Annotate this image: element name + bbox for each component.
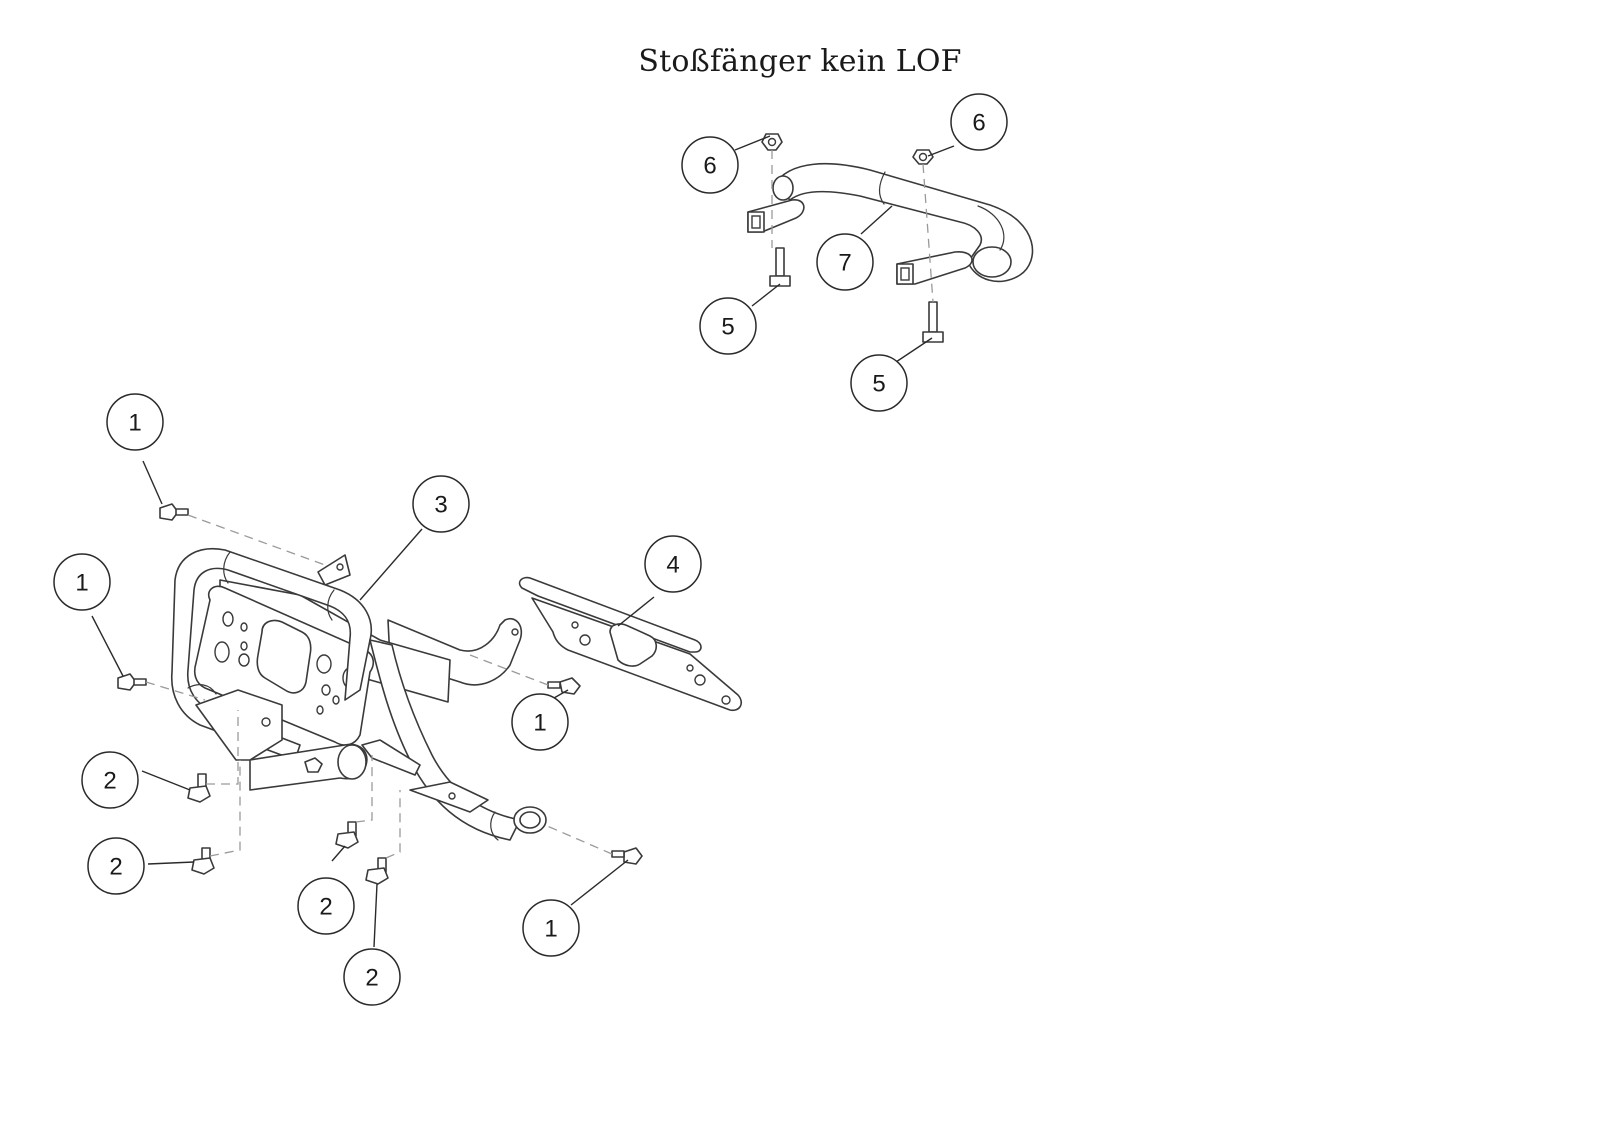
- callout-bubble-1-top-left: 1: [106, 393, 164, 451]
- callout-bubble-1-bottom-right: 1: [522, 899, 580, 957]
- callout-label: 6: [703, 153, 716, 180]
- callout-label: 2: [319, 894, 332, 921]
- bolt-part-2-d: [365, 857, 389, 885]
- callout-label: 2: [109, 854, 122, 881]
- callout-leader-lines: [91, 135, 955, 948]
- callout-label: 2: [365, 965, 378, 992]
- nut-part-6-left: [761, 133, 783, 151]
- callout-label: 5: [721, 314, 734, 341]
- callout-bubble-5-right: 5: [850, 354, 908, 412]
- callout-label: 1: [544, 916, 557, 943]
- bolt-part-2-c: [335, 821, 359, 849]
- callout-label: 1: [128, 410, 141, 437]
- nut-part-6-right: [912, 149, 934, 165]
- callout-bubble-4: 4: [644, 535, 702, 593]
- callout-label: 5: [872, 371, 885, 398]
- callout-bubble-2-d: 2: [343, 948, 401, 1006]
- bumper-main-assembly: [170, 548, 547, 841]
- callout-label: 2: [103, 768, 116, 795]
- bolt-part-1-mid-left: [117, 673, 147, 691]
- callout-label: 3: [434, 492, 447, 519]
- bolt-part-2-a: [187, 773, 211, 803]
- callout-bubble-2-b: 2: [87, 837, 145, 895]
- callout-bubble-2-a: 2: [81, 751, 139, 809]
- callout-bubble-6-right: 6: [950, 93, 1008, 151]
- callout-bubble-1-right: 1: [511, 693, 569, 751]
- bolt-part-1-top-left: [159, 503, 189, 521]
- callout-label: 7: [838, 250, 851, 277]
- callout-label: 6: [972, 110, 985, 137]
- bumper-bar-top-assembly: [747, 133, 1034, 343]
- bolt-part-5-right: [922, 301, 944, 343]
- bolt-part-2-b: [191, 847, 215, 875]
- callout-label: 1: [533, 710, 546, 737]
- callout-bubble-2-c: 2: [297, 877, 355, 935]
- callout-bubble-6-left: 6: [681, 136, 739, 194]
- diagram-title: Stoßfänger kein LOF: [638, 44, 962, 79]
- callout-bubble-1-mid-left: 1: [53, 553, 111, 611]
- bolt-part-5-left: [769, 247, 791, 287]
- plate-part-4: [518, 576, 742, 712]
- callout-label: 1: [75, 570, 88, 597]
- callout-bubble-7: 7: [816, 233, 874, 291]
- callout-bubble-5-left: 5: [699, 297, 757, 355]
- callout-bubble-3: 3: [412, 475, 470, 533]
- callout-label: 4: [666, 552, 679, 579]
- assembly-guide-lines: [145, 514, 613, 859]
- bolt-part-1-bottom-right: [611, 847, 643, 865]
